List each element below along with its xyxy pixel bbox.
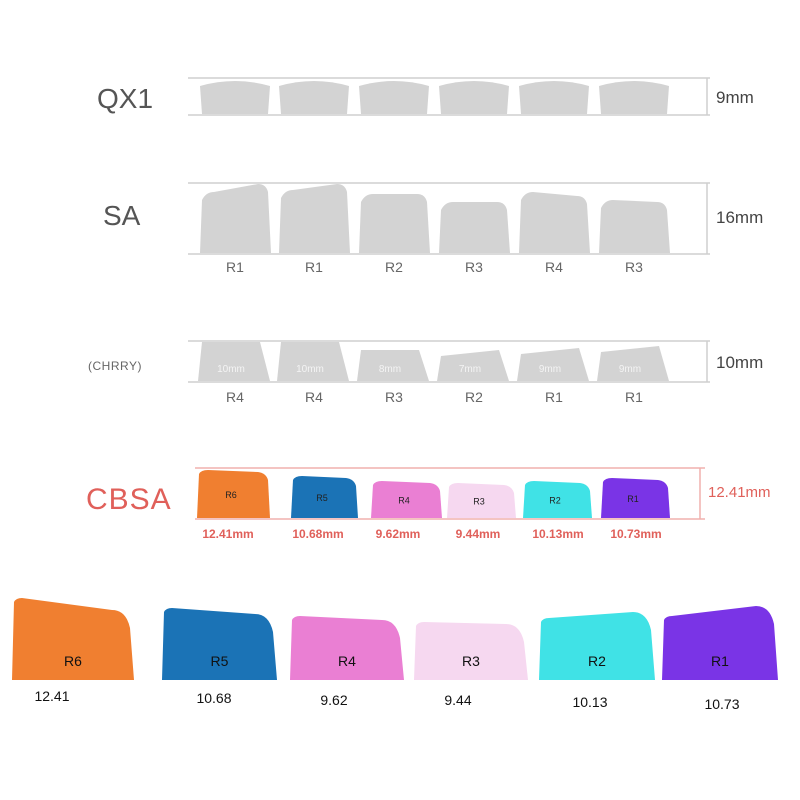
cherry-inner-label: 10mm xyxy=(296,364,324,375)
cbsa-keycap-r6 xyxy=(197,470,270,518)
sa-keycap xyxy=(200,184,271,253)
sa-row-label: R4 xyxy=(545,259,563,275)
guide-lines xyxy=(188,77,710,520)
sa-keycap xyxy=(599,200,670,253)
cbsa-keycap-row-label: R5 xyxy=(316,493,328,503)
cherry-row-label: R1 xyxy=(625,389,643,405)
cherry-keycap xyxy=(517,348,589,381)
cherry-inner-label: 9mm xyxy=(619,364,641,375)
cbsa-large-keycaps: R6 R5 R4 R3 R2 R1 xyxy=(12,598,778,680)
cbsa-keycap-row-label: R4 xyxy=(398,496,410,506)
large-keycap-value: 9.44 xyxy=(444,692,472,708)
large-keycap-value: 10.68 xyxy=(196,690,232,706)
large-keycap-value: 10.13 xyxy=(572,694,608,710)
sa-keycap xyxy=(359,194,430,253)
qx1-keycap xyxy=(519,81,589,114)
sa-keycap xyxy=(439,202,510,253)
cherry-keycap xyxy=(597,346,669,381)
cbsa-height-label: 9.62mm xyxy=(375,527,421,541)
height-cbsa: 12.41mm xyxy=(708,484,771,501)
cherry-inner-label: 10mm xyxy=(217,364,245,375)
cherry-keycap xyxy=(437,350,509,381)
cbsa-keycap-r5 xyxy=(291,476,358,518)
sa-keycap xyxy=(519,192,590,253)
cherry-keycap xyxy=(277,342,349,381)
cbsa-keycap-row-label: R1 xyxy=(627,494,639,504)
qx1-keycap xyxy=(200,81,270,114)
large-keycap-row-label: R3 xyxy=(462,653,480,669)
cherry-keycaps: 10mm 10mm 8mm 7mm 9mm 9mm xyxy=(198,342,669,381)
qx1-keycap xyxy=(439,81,509,114)
sa-row-label: R1 xyxy=(305,259,323,275)
qx1-keycap xyxy=(599,81,669,114)
cbsa-height-label: 12.41mm xyxy=(202,527,254,541)
cbsa-keycap-row-label: R6 xyxy=(225,490,237,500)
profile-name-qx1: QX1 xyxy=(97,83,154,114)
cbsa-height-label: 10.68mm xyxy=(292,527,344,541)
cbsa-keycaps: R6 R5 R4 R3 R2 R1 xyxy=(197,470,670,518)
cbsa-height-label: 10.73mm xyxy=(610,527,662,541)
cbsa-height-label: 9.44mm xyxy=(455,527,501,541)
height-sa: 16mm xyxy=(716,208,764,227)
large-keycap-value: 10.73 xyxy=(704,696,740,712)
large-keycap-r1 xyxy=(662,606,778,680)
height-cherry: 10mm xyxy=(716,353,764,372)
sa-keycap xyxy=(279,184,350,253)
large-keycap-r6 xyxy=(12,598,134,680)
qx1-keycap xyxy=(359,81,429,114)
cbsa-height-label: 10.13mm xyxy=(532,527,584,541)
cbsa-keycap-r3 xyxy=(447,483,516,518)
profile-name-cbsa: CBSA xyxy=(86,483,172,516)
cherry-row-label: R3 xyxy=(385,389,403,405)
cherry-keycap xyxy=(357,350,429,381)
large-keycap-row-label: R5 xyxy=(211,653,229,669)
cherry-row-label: R2 xyxy=(465,389,483,405)
large-keycap-r5 xyxy=(162,608,277,680)
large-keycap-row-label: R4 xyxy=(338,653,356,669)
profile-name-sa: SA xyxy=(103,200,141,231)
cbsa-keycap-row-label: R2 xyxy=(549,496,561,506)
qx1-keycap xyxy=(279,81,349,114)
large-keycap-row-label: R6 xyxy=(64,653,82,669)
sa-row-label: R2 xyxy=(385,259,403,275)
cherry-row-label: R4 xyxy=(226,389,244,405)
sa-row-label: R3 xyxy=(625,259,643,275)
profile-name-cherry: (CHRRY) xyxy=(88,359,142,373)
cherry-inner-label: 7mm xyxy=(459,364,481,375)
cherry-row-label: R1 xyxy=(545,389,563,405)
large-keycap-value: 12.41 xyxy=(34,688,70,704)
cherry-inner-label: 9mm xyxy=(539,364,561,375)
large-keycap-r2 xyxy=(539,612,655,680)
cherry-keycap xyxy=(198,342,270,381)
cherry-row-label: R4 xyxy=(305,389,323,405)
sa-row-label: R3 xyxy=(465,259,483,275)
large-keycap-value: 9.62 xyxy=(320,692,348,708)
cbsa-keycap-r4 xyxy=(371,481,442,518)
height-qx1: 9mm xyxy=(716,88,754,107)
sa-row-label: R1 xyxy=(226,259,244,275)
large-keycap-r4 xyxy=(290,616,404,680)
large-keycap-row-label: R2 xyxy=(588,653,606,669)
cherry-inner-label: 8mm xyxy=(379,364,401,375)
sa-keycaps xyxy=(200,184,670,253)
large-keycap-r3 xyxy=(414,622,528,680)
cbsa-keycap-r1 xyxy=(601,478,670,518)
cbsa-keycap-row-label: R3 xyxy=(473,497,485,507)
large-keycap-row-label: R1 xyxy=(711,653,729,669)
cbsa-keycap-r2 xyxy=(523,481,592,518)
qx1-keycaps xyxy=(200,81,669,114)
